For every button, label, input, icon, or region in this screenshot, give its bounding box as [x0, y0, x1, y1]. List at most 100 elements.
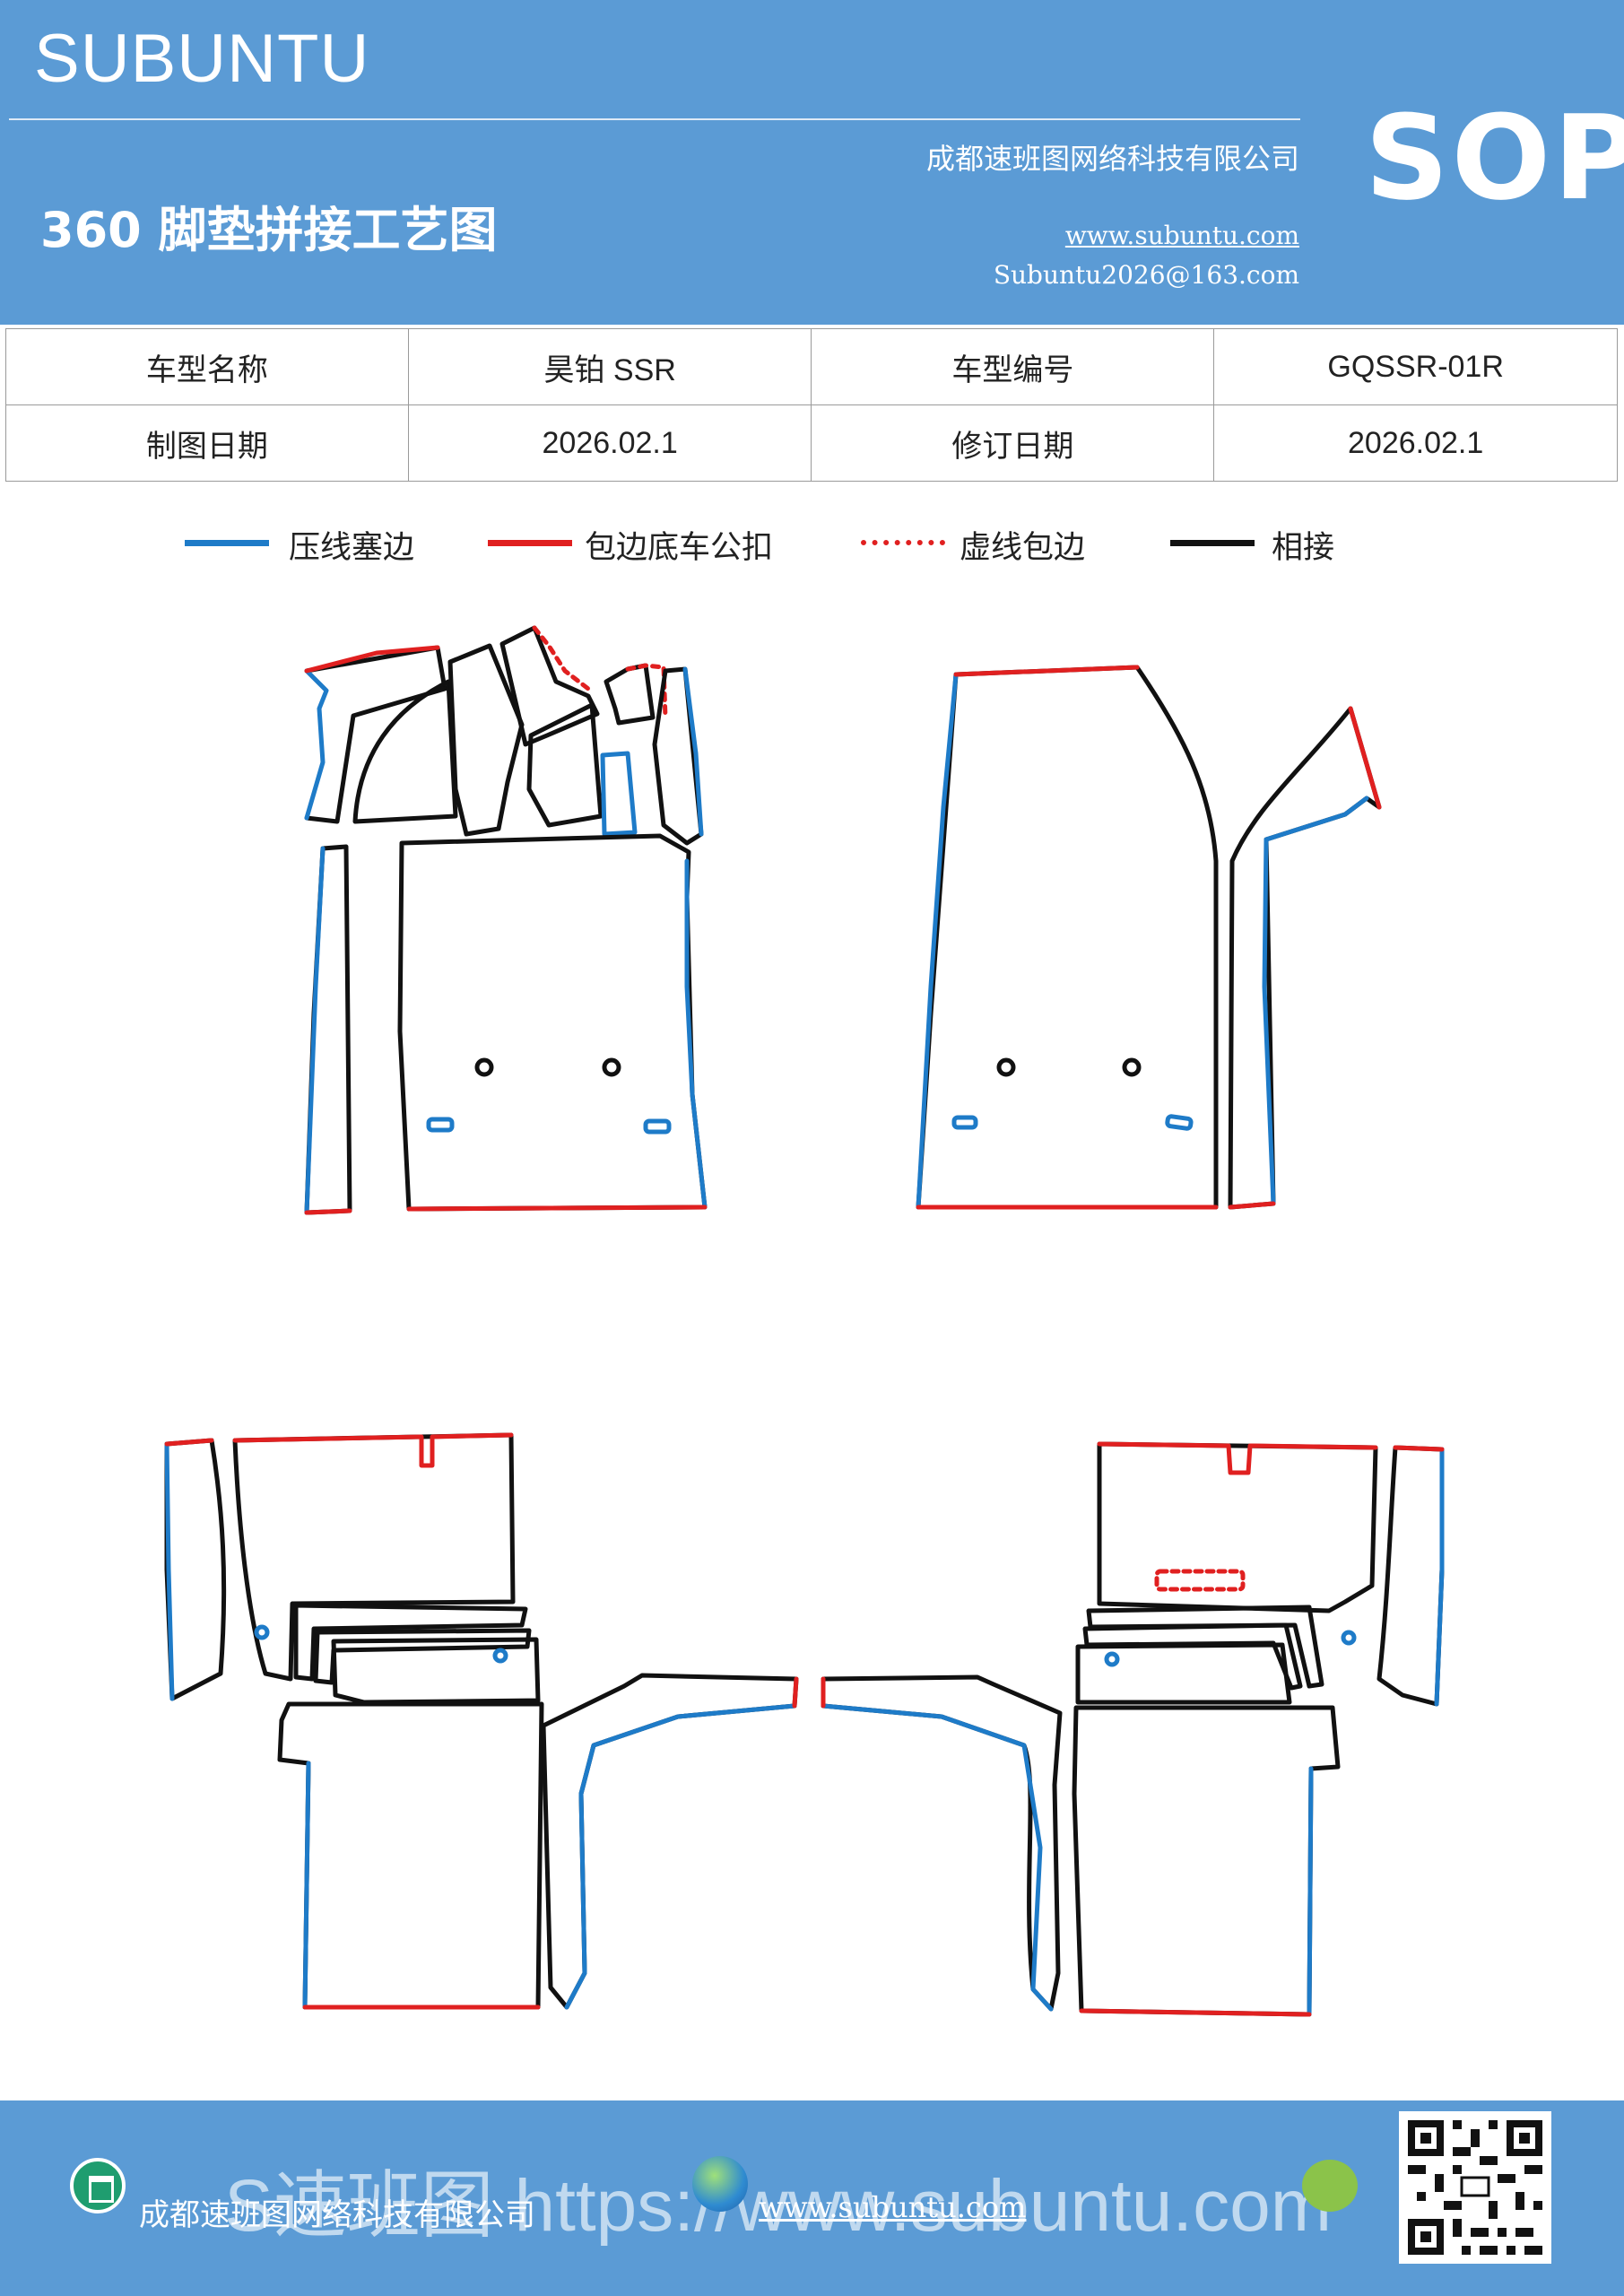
edge-red — [792, 1676, 799, 1709]
legend-label: 包边底车公扣 — [585, 530, 774, 566]
vehicle-info-table: 车型名称 昊铂 SSR 车型编号 GQSSR-01R 制图日期 2026.02.… — [5, 328, 1618, 482]
website-link[interactable]: www.subuntu.com — [1064, 221, 1299, 250]
dotted-red — [532, 625, 591, 691]
mat-piece — [600, 751, 638, 837]
red-dotted-swatch — [861, 540, 945, 545]
value-cell: 2026.02.1 — [407, 404, 812, 482]
seam-blue — [684, 858, 708, 1210]
clip-hole — [1341, 1630, 1357, 1646]
mat-piece — [526, 702, 604, 828]
clip-hole — [492, 1648, 508, 1664]
clip-slot — [1165, 1114, 1194, 1131]
seam-blue — [1307, 1766, 1314, 2017]
mat-piece — [304, 645, 447, 824]
label-cell: 车型编号 — [811, 328, 1215, 405]
mounting-hole — [1122, 1057, 1142, 1077]
clip-hole — [254, 1624, 270, 1640]
rear-left-mat-group — [164, 1432, 799, 2010]
rear-right-mat-group — [821, 1441, 1445, 2017]
edge-red — [1348, 706, 1382, 810]
header-banner: SUBUNTU 360 脚垫拼接工艺图 成都速班图网络科技有限公司 www.su… — [0, 0, 1624, 325]
mat-piece — [821, 1674, 1063, 2012]
mat-piece — [604, 663, 656, 726]
clip-hole — [1104, 1651, 1120, 1667]
mat-piece — [293, 1603, 528, 1682]
edge-red — [1079, 2008, 1312, 2017]
mat-piece — [352, 679, 458, 824]
legend-label: 相接 — [1272, 530, 1335, 566]
edge-red — [1393, 1445, 1445, 1452]
table-row: 制图日期 2026.02.1 修订日期 2026.02.1 — [5, 404, 1618, 482]
seam-blue — [302, 1761, 311, 2010]
mat-piece — [916, 665, 1219, 1210]
mat-piece — [1376, 1445, 1445, 1707]
front-left-mat-group — [304, 625, 708, 1215]
mat-piece — [331, 1637, 541, 1705]
edge-red — [164, 1438, 214, 1447]
seam-blue — [1434, 1447, 1445, 1707]
email-address[interactable]: Subuntu2026@163.com — [993, 260, 1299, 290]
qr-code-pattern — [1408, 2120, 1542, 2255]
mat-piece — [1086, 1605, 1324, 1689]
sop-badge: SOP — [1365, 90, 1624, 226]
seam-blue — [304, 846, 326, 1215]
header-divider — [9, 118, 1300, 120]
seam-blue — [821, 1703, 1054, 2012]
footer-banner: S速班图 https://www.subuntu.com 成都速班图网络科技有限… — [0, 2100, 1624, 2296]
label-cell: 制图日期 — [5, 404, 409, 482]
red-line-swatch — [488, 540, 572, 546]
clip-slot — [951, 1115, 978, 1130]
mounting-hole — [602, 1057, 621, 1077]
mat-piece — [397, 833, 708, 1212]
legend-label: 虚线包边 — [960, 530, 1086, 566]
legend-label: 压线塞边 — [289, 530, 415, 566]
mat-pattern-svg — [164, 625, 1445, 2017]
value-cell: 昊铂 SSR — [407, 328, 812, 405]
wechat-icon[interactable] — [1302, 2160, 1358, 2212]
line-legend: 压线塞边 包边底车公扣 虚线包边 相接 — [0, 522, 1624, 576]
black-line-swatch — [1170, 540, 1255, 546]
globe-icon — [692, 2156, 748, 2212]
mat-piece — [232, 1432, 516, 1682]
mat-piece — [1072, 1705, 1341, 2017]
table-row: 车型名称 昊铂 SSR 车型编号 GQSSR-01R — [5, 328, 1618, 405]
front-right-mat-group — [916, 665, 1382, 1210]
edge-red — [406, 1205, 708, 1212]
mat-piece — [164, 1438, 227, 1701]
document-title: 360 脚垫拼接工艺图 — [40, 202, 498, 258]
value-cell: GQSSR-01R — [1213, 328, 1618, 405]
clip-slot — [643, 1118, 672, 1135]
edge-red — [232, 1432, 514, 1468]
dotted-cutout — [1154, 1569, 1246, 1592]
seam-blue — [164, 1441, 175, 1701]
floor-mat-diagram — [0, 592, 1624, 2117]
edge-red — [304, 1208, 352, 1215]
seam-blue — [682, 666, 704, 837]
seam-blue — [564, 1703, 797, 2010]
brand-logo-text: SUBUNTU — [34, 21, 370, 97]
mat-piece — [447, 643, 525, 837]
mat-piece — [277, 1701, 544, 2010]
mat-piece — [1228, 706, 1382, 1210]
label-cell: 修订日期 — [811, 404, 1215, 482]
footer-website-link[interactable]: www.subuntu.com — [759, 2190, 1027, 2224]
company-name: 成都速班图网络科技有限公司 — [925, 142, 1299, 176]
seam-blue — [1262, 796, 1369, 1206]
clip-slot — [426, 1117, 455, 1133]
edge-red — [1097, 1441, 1378, 1475]
mounting-hole — [996, 1057, 1016, 1077]
edge-red — [1228, 1201, 1276, 1210]
building-icon — [70, 2158, 126, 2213]
seam-blue — [304, 668, 329, 821]
qr-code[interactable] — [1399, 2111, 1551, 2264]
mounting-hole — [474, 1057, 494, 1077]
footer-watermark: S速班图 https://www.subuntu.com — [224, 2165, 1333, 2247]
value-cell: 2026.02.1 — [1213, 404, 1618, 482]
seam-blue — [916, 672, 959, 1210]
footer-company-name: 成都速班图网络科技有限公司 — [139, 2197, 535, 2233]
mat-piece — [1097, 1441, 1378, 1613]
edge-red — [953, 665, 1140, 677]
blue-line-swatch — [185, 540, 269, 546]
label-cell: 车型名称 — [5, 328, 409, 405]
edge-red — [304, 645, 440, 674]
